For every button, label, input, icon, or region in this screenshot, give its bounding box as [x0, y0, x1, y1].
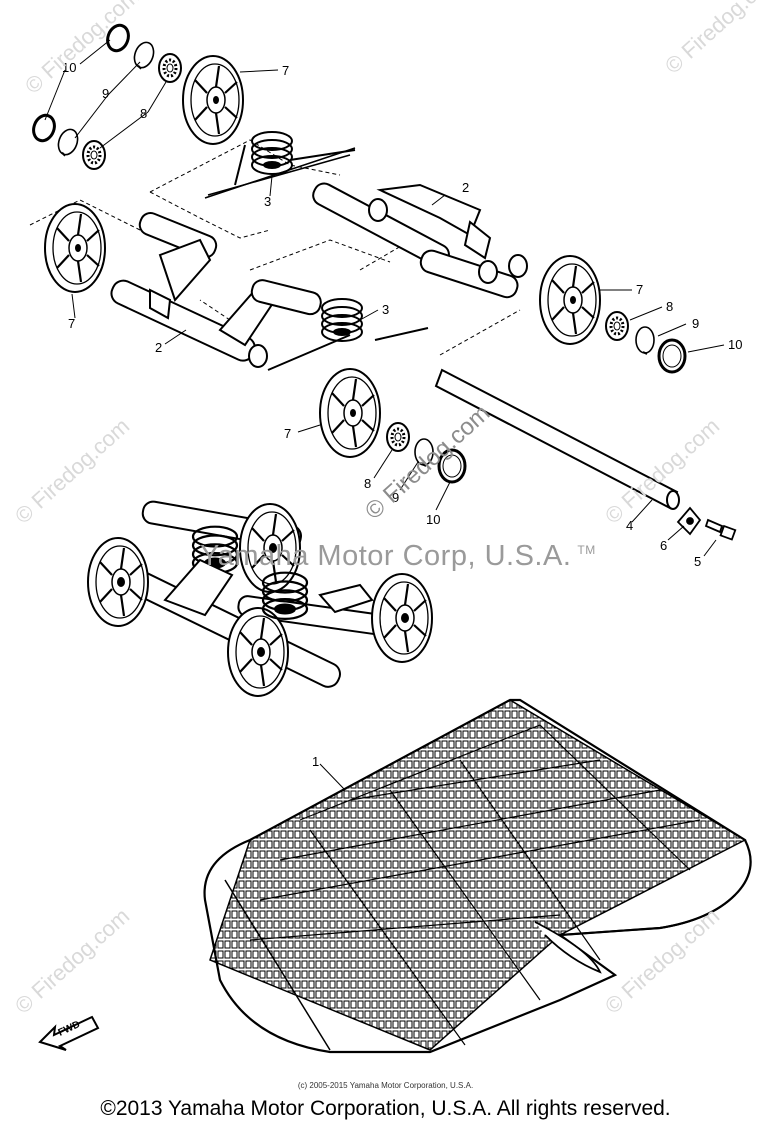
watermark-yamaha-text: Yamaha Motor Corp, U.S.A. — [200, 540, 572, 572]
callouts: 10 9 8 7 3 2 7 2 3 7 8 9 10 7 8 9 10 4 6… — [62, 60, 742, 769]
idler-wheel-left — [43, 202, 107, 294]
dashed-guide-lines — [29, 139, 521, 356]
washer-upper-left — [129, 38, 158, 73]
callout-7-right: 7 — [636, 282, 643, 297]
suspension-arm-upper — [204, 147, 528, 299]
torsion-spring-upper — [251, 131, 293, 175]
watermark-tm: TM — [577, 543, 596, 558]
callout-9-center: 9 — [392, 490, 399, 505]
shaft — [434, 368, 680, 510]
callout-10-top: 10 — [62, 60, 76, 75]
bearing-right — [604, 310, 630, 342]
callout-8-center: 8 — [364, 476, 371, 491]
callout-7-left: 7 — [68, 316, 75, 331]
bearing-upper-left — [157, 52, 183, 84]
leader-lines — [44, 39, 725, 791]
callout-5: 5 — [694, 554, 701, 569]
torsion-spring-lower — [321, 298, 363, 342]
callout-3-top: 3 — [264, 194, 271, 209]
callout-8-top: 8 — [140, 106, 147, 121]
copyright-small: (c) 2005-2015 Yamaha Motor Corporation, … — [297, 1081, 474, 1090]
callout-10-center: 10 — [426, 512, 440, 527]
callout-6: 6 — [660, 538, 667, 553]
forward-arrow: FWD — [38, 1015, 100, 1051]
bolt — [704, 518, 737, 541]
callout-9-right: 9 — [692, 316, 699, 331]
assembled-suspension — [86, 500, 434, 698]
callout-3-bottom: 3 — [382, 302, 389, 317]
drive-track — [203, 698, 752, 1054]
suspension-arm-lower — [110, 212, 322, 368]
idler-wheel-right — [538, 254, 602, 346]
bearing-center — [385, 421, 411, 453]
copyright-main: ©2013 Yamaha Motor Corporation, U.S.A. A… — [100, 1097, 671, 1120]
spring-arm-lower — [267, 327, 429, 371]
callout-7-center: 7 — [284, 426, 291, 441]
callout-2-top: 2 — [462, 180, 469, 195]
circlip-upper-left — [106, 23, 130, 53]
callout-7-top: 7 — [282, 63, 289, 78]
idler-wheel-center — [318, 367, 382, 459]
washer-lower-left — [53, 125, 82, 160]
bearing-lower-left — [81, 139, 107, 171]
washer-right — [635, 326, 655, 355]
spring-arm-upper — [289, 149, 356, 161]
circlip-lower-left — [32, 113, 56, 143]
watermark-yamaha: Yamaha Motor Corp, U.S.A. TM — [200, 540, 596, 573]
cap-right — [657, 338, 687, 374]
callout-2-bottom: 2 — [155, 340, 162, 355]
callout-9-top: 9 — [102, 86, 109, 101]
bracket — [676, 506, 702, 536]
callout-8-right: 8 — [666, 299, 673, 314]
callout-1: 1 — [312, 754, 319, 769]
callout-4: 4 — [626, 518, 633, 533]
callout-10-right: 10 — [728, 337, 742, 352]
idler-wheel-upper — [181, 54, 245, 146]
